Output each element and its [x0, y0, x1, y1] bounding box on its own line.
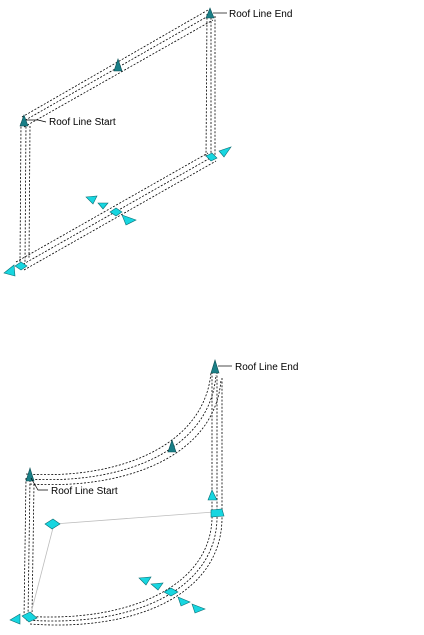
arc-center-guide-lower — [30, 524, 54, 617]
mid-base-grip-curved[interactable] — [164, 588, 178, 596]
left-base-arrow-grip-curved[interactable] — [10, 614, 20, 624]
arc-center-guide-upper — [54, 512, 214, 524]
roof-line-start-grip-curved[interactable] — [26, 468, 34, 481]
roof-line-end-grip-curved[interactable] — [211, 360, 219, 373]
mid-base-arrow-up2-grip[interactable] — [98, 203, 108, 209]
top-figure: Roof Line End Roof Line Start — [4, 8, 292, 276]
roof-line-end-grip[interactable] — [206, 8, 214, 18]
mid-base-grip[interactable] — [110, 208, 122, 216]
right-post-base-grip-curved[interactable] — [211, 509, 224, 517]
roof-line-start-label-curved: Roof Line Start — [51, 486, 118, 497]
mid-base-arrow-down2-grip-curved[interactable] — [192, 604, 205, 613]
roof-line-start-label: Roof Line Start — [49, 117, 116, 128]
roof-line-start-grip[interactable] — [20, 115, 28, 126]
bottom-figure: Roof Line End Roof Line Start — [10, 360, 298, 625]
arc-center-grip[interactable] — [45, 519, 60, 529]
mid-base-arrow-down-grip[interactable] — [122, 215, 136, 225]
mid-base-arrow-down-grip-curved[interactable] — [178, 597, 190, 606]
mid-base-arrow-up-grip-curved[interactable] — [139, 577, 151, 585]
roof-line-end-label: Roof Line End — [229, 9, 292, 20]
top-right-post — [206, 14, 215, 158]
roof-line-start-leader — [26, 120, 46, 122]
bottom-upper-rail — [26, 372, 221, 485]
right-base-arrow-grip[interactable] — [219, 147, 231, 157]
roof-line-midpoint-grip[interactable] — [114, 59, 122, 71]
left-base-arrow-grip[interactable] — [4, 265, 15, 276]
mid-base-arrow-up-grip[interactable] — [86, 196, 97, 204]
left-base-grip[interactable] — [15, 262, 27, 270]
roof-line-end-label-curved: Roof Line End — [235, 362, 298, 373]
top-left-post — [20, 123, 30, 262]
right-post-grip-curved[interactable] — [208, 490, 217, 500]
mid-base-arrow-up2-grip-curved[interactable] — [151, 583, 163, 590]
bottom-left-post — [24, 478, 34, 618]
